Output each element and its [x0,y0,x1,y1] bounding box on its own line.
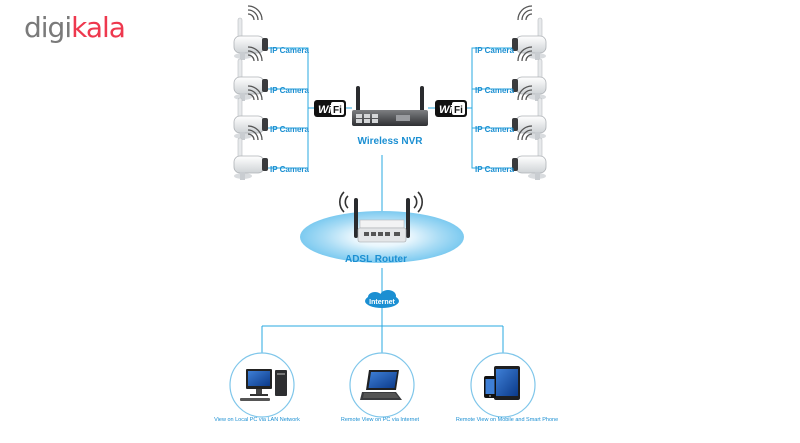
logo-text-digi: digi [24,11,72,44]
right-cameras: IP Camera IP Camera IP Camera IP Camera [475,6,546,180]
camera-label: IP Camera [270,46,310,55]
wifi-badge-left: Wi Fi [314,100,346,117]
desktop-pc-icon [240,369,287,401]
router-device: ADSL Router [300,191,464,265]
wifi-badge-text: Wi [439,104,453,116]
nvr-device: Wireless NVR [352,86,428,147]
camera-label: IP Camera [270,165,310,174]
router-label: ADSL Router [345,254,407,265]
client-local-pc: View on Local PC via LAN Network [214,352,300,423]
nvr-label: Wireless NVR [358,136,424,147]
camera-label: IP Camera [270,125,310,134]
logo-text-kala: kala [71,11,126,44]
camera-label: IP Camera [475,46,515,55]
wifi-badge-text: Wi [318,104,332,116]
right-camera-lines [428,47,515,169]
wifi-badge-right: Wi Fi [435,100,467,117]
wifi-badge-text: Fi [333,105,342,116]
internet-cloud-icon: Internet [365,290,399,308]
tablet-phone-icon [484,366,520,400]
wifi-badge-text: Fi [454,105,463,116]
camera-label: IP Camera [270,86,310,95]
connection-lines [261,47,515,360]
client-label: Remote View on Mobile and Smart Phone [456,417,558,423]
client-label: View on Local PC via LAN Network [214,417,300,423]
left-cameras: IP Camera IP Camera IP Camera IP Camera [233,5,310,181]
camera-label: IP Camera [475,125,515,134]
client-label: Remote View on PC via Internet [341,417,420,423]
digikala-logo[interactable]: digikala [24,11,126,44]
camera-label: IP Camera [475,165,515,174]
internet-lines [261,268,504,360]
internet-label: Internet [369,299,395,306]
laptop-icon [360,370,402,400]
camera-label: IP Camera [475,86,515,95]
client-remote-pc: Remote View on PC via Internet [341,352,420,423]
client-mobile: Remote View on Mobile and Smart Phone [456,352,558,423]
left-camera-lines [265,47,352,169]
